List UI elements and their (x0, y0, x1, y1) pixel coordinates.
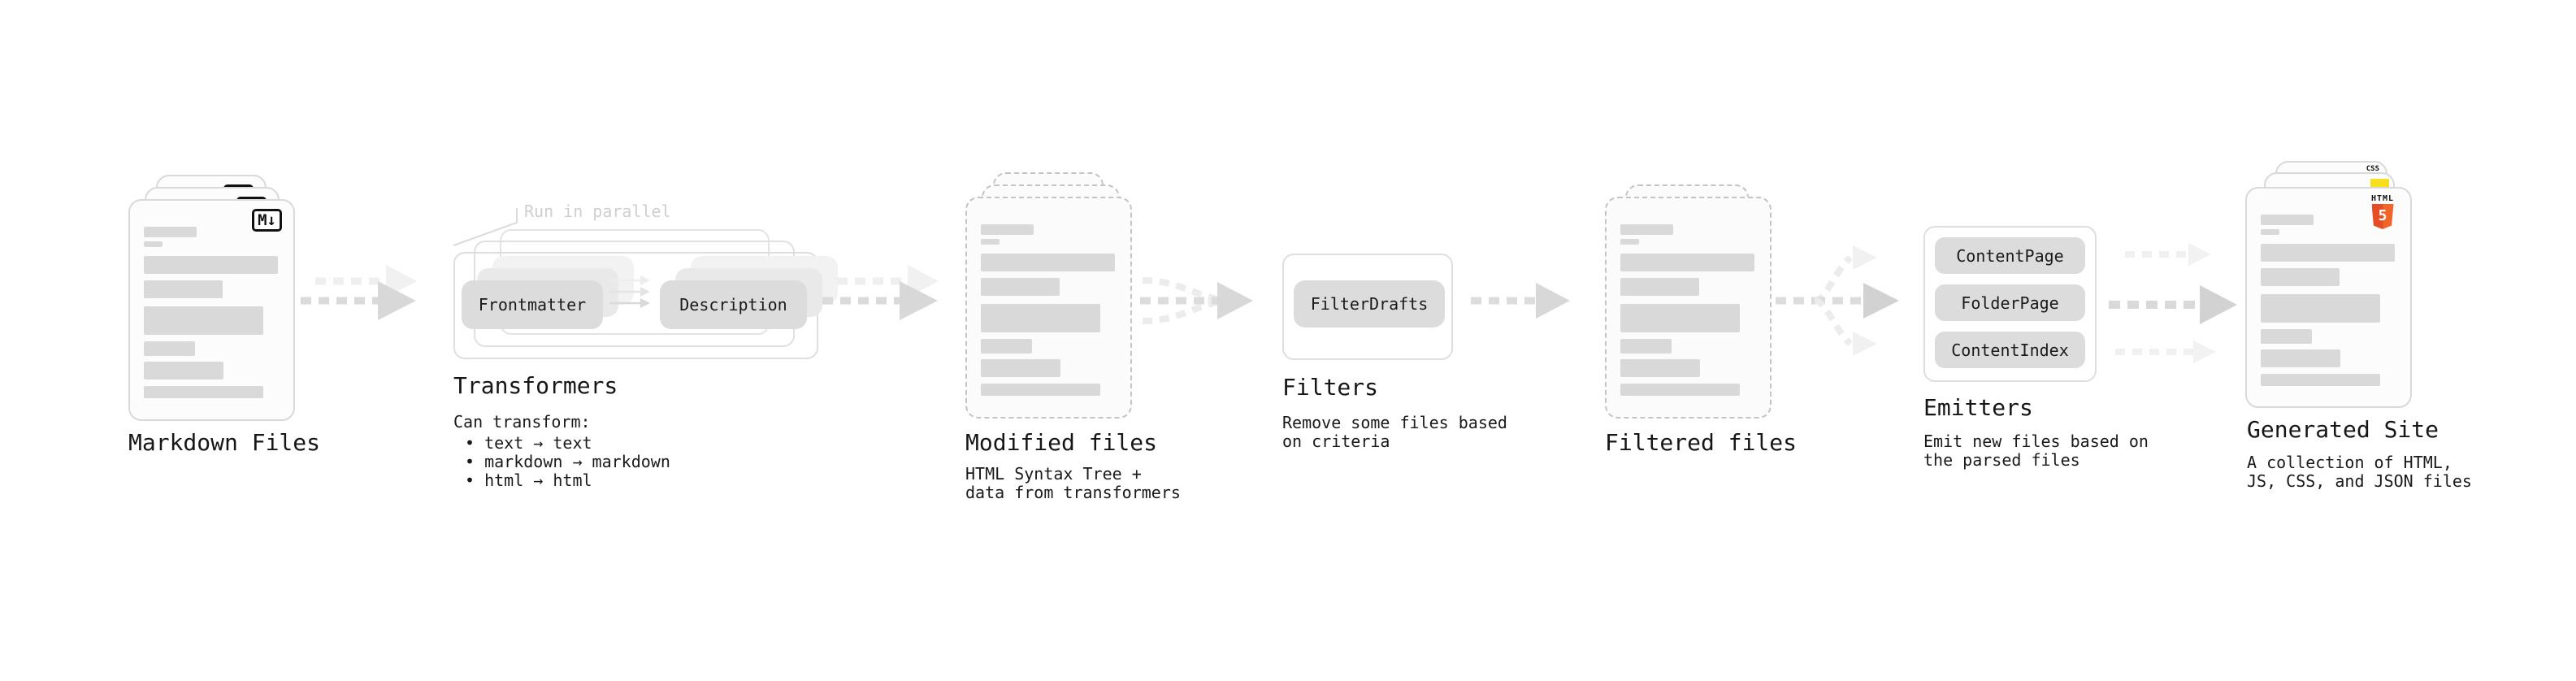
text-line-bar (981, 224, 1034, 235)
text-line-bar (981, 254, 1115, 271)
emitter-pill-contentindex: ContentIndex (1935, 332, 2085, 368)
transformer-pill-frontmatter: Frontmatter (462, 280, 603, 329)
text-line-bar (144, 386, 263, 398)
stage-description: HTML Syntax Tree + (965, 464, 1142, 484)
text-line-bar (2261, 244, 2395, 262)
stage-title: Modified files (965, 429, 1158, 456)
text-line-bar (2261, 349, 2340, 367)
stage-title: Filtered files (1605, 429, 1798, 456)
text-line-bar (981, 339, 1032, 354)
bullet-line: • html → html (465, 471, 592, 490)
bullet-line: • text → text (465, 433, 592, 453)
file-card-front: M↓ (128, 199, 295, 421)
text-line-bar (144, 306, 263, 335)
fan-out-arrow-icon (1776, 245, 1899, 356)
file-card-front: HTML 5 (2245, 187, 2412, 408)
emitter-pill-contentpage: ContentPage (1935, 237, 2085, 274)
filters-box (1282, 254, 1453, 360)
html5-icon-shield: 5 (2371, 204, 2394, 229)
filter-pill-filterdrafts: FilterDrafts (1294, 280, 1445, 327)
bullet-line: • markdown → markdown (465, 452, 670, 471)
parallel-flow-arrows-icon (2109, 243, 2237, 363)
text-line-bar (144, 280, 223, 298)
transformer-pill-description: Description (660, 280, 807, 329)
stage-description: the parsed files (1923, 450, 2080, 470)
text-line-bar (1620, 384, 1740, 396)
text-line-bar (1620, 304, 1740, 332)
stage-title: Emitters (1923, 394, 2033, 421)
emitter-pill-folderpage: FolderPage (1935, 284, 2085, 321)
text-line-bar (1620, 239, 1639, 245)
text-line-bar (981, 304, 1100, 332)
stage-title: Generated Site (2247, 416, 2439, 443)
fan-in-arrow-icon (1140, 277, 1253, 324)
text-line-bar (144, 362, 223, 380)
text-line-bar (1620, 278, 1699, 296)
text-line-bar (2261, 374, 2380, 386)
file-card-front (1605, 197, 1772, 419)
stage-title: Filters (1282, 374, 1379, 401)
markdown-icon: M↓ (252, 209, 282, 232)
text-line-bar (981, 239, 1000, 245)
text-line-bar (1620, 359, 1700, 377)
js-icon (2370, 179, 2389, 187)
text-line-bar (144, 227, 197, 237)
text-line-bar (2261, 215, 2314, 225)
text-line-bar (2261, 294, 2380, 323)
stage-description: data from transformers (965, 483, 1181, 502)
text-line-bar (144, 241, 163, 247)
text-line-bar (1620, 224, 1673, 235)
text-line-bar (981, 359, 1060, 377)
stage-title: Markdown Files (128, 429, 321, 456)
html5-icon: HTML 5 (2364, 194, 2401, 229)
stage-description: JS, CSS, and JSON files (2247, 471, 2472, 491)
stage-description: Remove some files based (1282, 413, 1507, 432)
stage-description: on criteria (1282, 432, 1390, 451)
run-in-parallel-annotation: Run in parallel (524, 202, 671, 221)
flow-arrow-icon (822, 265, 939, 320)
flow-arrow-icon (301, 265, 417, 320)
text-line-bar (2261, 268, 2340, 286)
file-card-front (965, 197, 1132, 419)
text-line-bar (1620, 339, 1672, 354)
flow-arrow-icon (1471, 283, 1570, 319)
text-line-bar (981, 384, 1100, 396)
annotation-connector (453, 208, 518, 246)
text-line-bar (144, 341, 195, 356)
text-line-bar (2261, 329, 2312, 344)
text-line-bar (2261, 229, 2279, 235)
text-line-bar (981, 278, 1060, 296)
text-line-bar (1620, 254, 1754, 271)
emitters-box (1923, 226, 2097, 382)
text-line-bar (144, 256, 278, 274)
stage-description: Can transform: (453, 412, 591, 432)
stage-description: A collection of HTML, (2247, 453, 2452, 472)
stage-title: Transformers (453, 372, 618, 399)
html5-icon-text: HTML (2370, 194, 2395, 203)
parallel-arrows-icon (609, 275, 650, 308)
stage-description: Emit new files based on (1923, 432, 2149, 451)
